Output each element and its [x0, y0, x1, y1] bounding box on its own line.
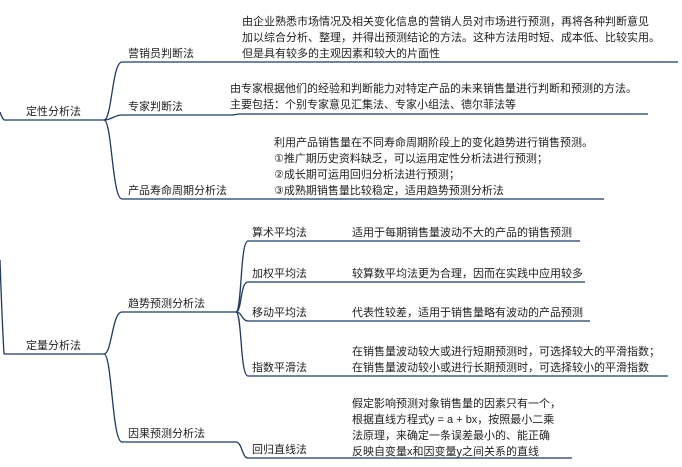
node-expert-judgment: 专家判断法 [128, 101, 183, 113]
root-stub-qualitative [0, 111, 5, 121]
connector-expert [103, 114, 232, 121]
desc-expert-line-1: 由专家根据他们的经验和判断能力对特定产品的未来销售量进行判断和预测的方法。 [230, 83, 637, 95]
node-exponential-smoothing: 指数平滑法 [252, 362, 307, 374]
node-trend-analysis: 趋势预测分析法 [128, 298, 205, 310]
desc-lifecycle-line-2: ①推广期历史资料缺乏，可以运用定性分析法进行预测； [274, 153, 548, 165]
desc-weighted: 较算数平均法更为合理，因而在实践中应用较多 [352, 268, 583, 280]
node-arithmetic-average: 算术平均法 [252, 227, 307, 239]
connector-regression [235, 441, 310, 459]
connector-causal [103, 353, 236, 443]
desc-regression-line-4: 反映自变量x和因变量y之间关系的直线 [352, 446, 539, 458]
desc-salesperson-line-3: 但是具有较多的主观因素和较大的片面性 [242, 48, 440, 60]
connector-moving [235, 311, 310, 322]
node-causal-analysis: 因果预测分析法 [128, 428, 205, 440]
desc-lifecycle-line-3: ②成长期可运用回归分析法进行预测； [274, 169, 460, 181]
node-moving-average: 移动平均法 [252, 307, 307, 319]
desc-arithmetic: 适用于每期销售量波动不大的产品的销售预测 [352, 227, 572, 239]
node-regression-line: 回归直线法 [252, 444, 307, 456]
connector-weighted [235, 281, 310, 313]
connector-exp [235, 311, 310, 377]
desc-exp-line-2: 在销售量波动较小或进行长期预测时，可选择较小的平滑指数 [352, 362, 649, 374]
node-qualitative: 定性分析法 [26, 106, 81, 118]
node-lifecycle-analysis: 产品寿命周期分析法 [128, 185, 227, 197]
desc-regression-line-3: 法原理，来确定一条误差最小的、能正确 [352, 430, 550, 442]
desc-salesperson-line-1: 由企业熟悉市场情况及相关变化信息的营销人员对市场进行预测，再将各种判断意见 [242, 16, 649, 28]
node-weighted-average: 加权平均法 [252, 268, 307, 280]
connector-arith [235, 240, 310, 313]
desc-expert-line-2: 主要包括：个别专家意见汇集法、专家小组法、德尔菲法等 [230, 99, 516, 111]
connector-salesperson [103, 61, 236, 121]
desc-salesperson-line-2: 加以综合分析、整理，并得出预测结论的方法。这种方法用时短、成本低、比较实用。 [242, 32, 660, 44]
desc-regression-line-2: 根据直线方程式y = a + bx，按照最小二乘 [352, 414, 555, 426]
connector-lifecycle [103, 119, 236, 200]
connector-trend [103, 311, 236, 355]
node-salesperson-judgment: 营销员判断法 [128, 48, 194, 60]
desc-lifecycle-line-4: ③成熟期销售量比较稳定，适用趋势预测分析法 [274, 185, 504, 197]
desc-lifecycle-line-1: 利用产品销售量在不同寿命周期阶段上的变化趋势进行销售预测。 [274, 137, 593, 149]
desc-regression-line-1: 假定影响预测对象销售量的因素只有一个， [352, 398, 561, 410]
root-stub-quantitative [0, 259, 5, 355]
connector-expert-desc [231, 113, 648, 116]
desc-exp-line-1: 在销售量波动较大或进行短期预测时，可选择较大的平滑指数； [352, 346, 660, 358]
node-quantitative: 定量分析法 [26, 340, 81, 352]
desc-moving: 代表性较差，适用于销售量略有波动的产品预测 [352, 307, 583, 319]
